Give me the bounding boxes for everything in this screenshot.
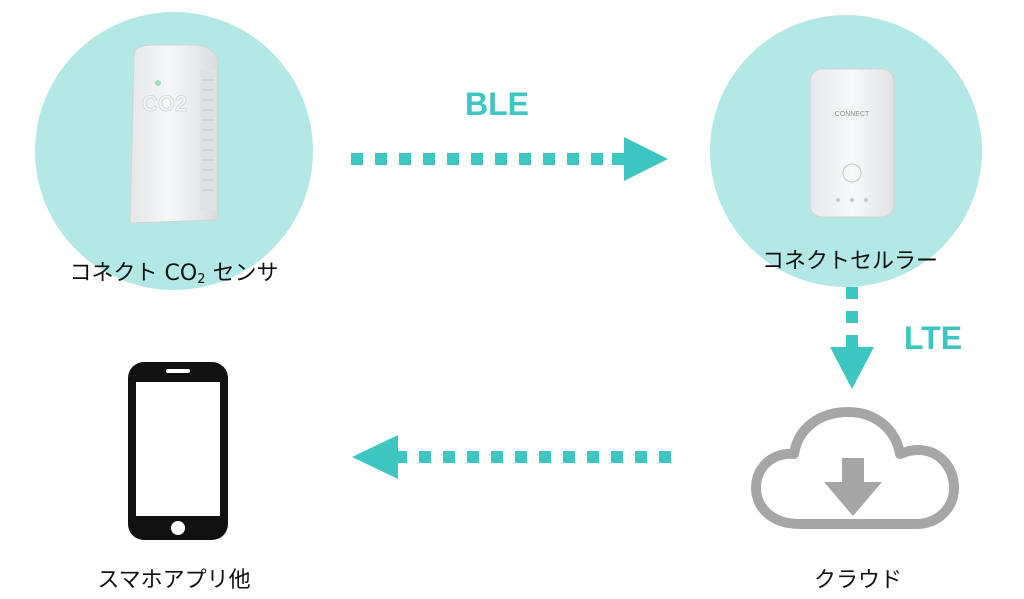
device-connect-text: CONNECT: [835, 111, 870, 118]
smartphone-icon: [128, 362, 228, 540]
co2-sensor-device: CO2: [129, 45, 219, 224]
sensor-label: コネクト CO2 センサ: [69, 261, 279, 287]
ble-label: BLE: [465, 86, 529, 122]
phone-label: スマホアプリ他: [97, 568, 251, 593]
cellular-device: CONNECT: [809, 68, 895, 218]
cellular-label: コネクトセルラー: [761, 249, 939, 274]
lte-label: LTE: [904, 320, 963, 356]
cloud-download-icon: [751, 407, 959, 529]
device-co2-text: CO2: [142, 91, 187, 116]
cloud-label: クラウド: [813, 568, 903, 593]
